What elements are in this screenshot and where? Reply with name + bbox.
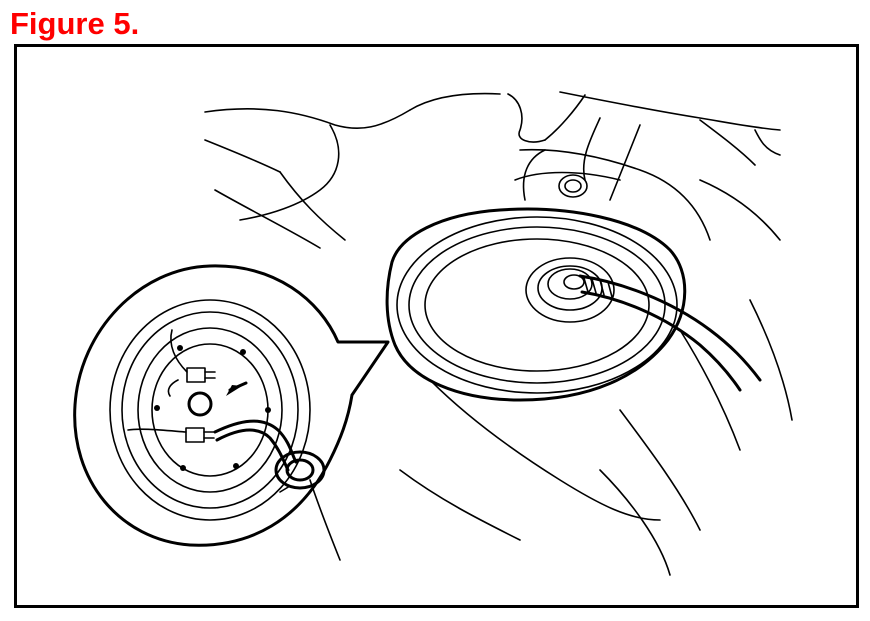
mounting-hole-icon: [558, 174, 588, 198]
fuel-tank-pump-cover-icon: [385, 207, 687, 402]
vehicle-body-lines: [204, 91, 793, 576]
pointer-arrow-icon: [226, 381, 248, 396]
figure-title: Figure 5.: [10, 6, 140, 41]
illustration-frame: [14, 44, 859, 608]
fuel-hose-icon: [578, 274, 762, 392]
magnified-pump-connector-inset-icon: [73, 264, 390, 547]
